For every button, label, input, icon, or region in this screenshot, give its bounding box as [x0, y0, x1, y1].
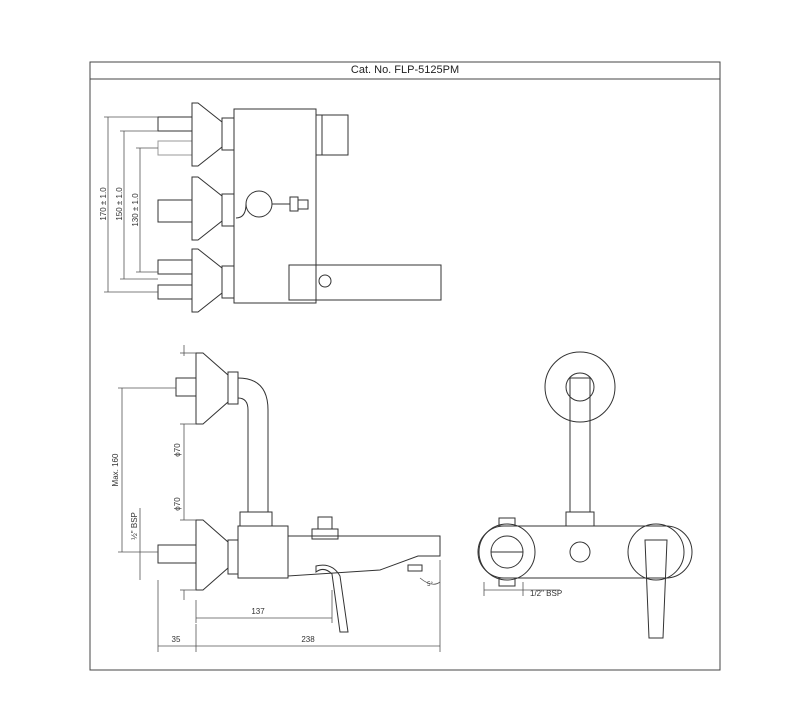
front-view	[477, 351, 693, 639]
dim-angle: 5°	[427, 582, 433, 588]
dim-35: 35	[172, 635, 181, 644]
top-view	[157, 102, 442, 313]
dim-max-160: Max. 160	[111, 453, 120, 486]
top-view-dimensions	[104, 116, 158, 293]
dim-phi70-lower: ϕ70	[173, 497, 182, 511]
side-view-dimensions	[118, 345, 441, 652]
dim-137: 137	[251, 607, 265, 616]
side-view	[157, 352, 441, 633]
front-view-dimensions	[483, 582, 560, 596]
dim-170: 170 ± 1.0	[99, 187, 108, 221]
dim-150: 150 ± 1.0	[115, 187, 124, 221]
dim-side-bsp: ½" BSP	[130, 512, 139, 540]
dim-phi70-upper: ϕ70	[173, 443, 182, 457]
catalog-number-title: Cat. No. FLP-5125PM	[350, 64, 460, 76]
dim-130: 130 ± 1.0	[131, 193, 140, 227]
dim-front-bsp: 1/2" BSP	[530, 589, 562, 598]
dim-238: 238	[301, 635, 315, 644]
drawing-frame	[89, 61, 721, 671]
